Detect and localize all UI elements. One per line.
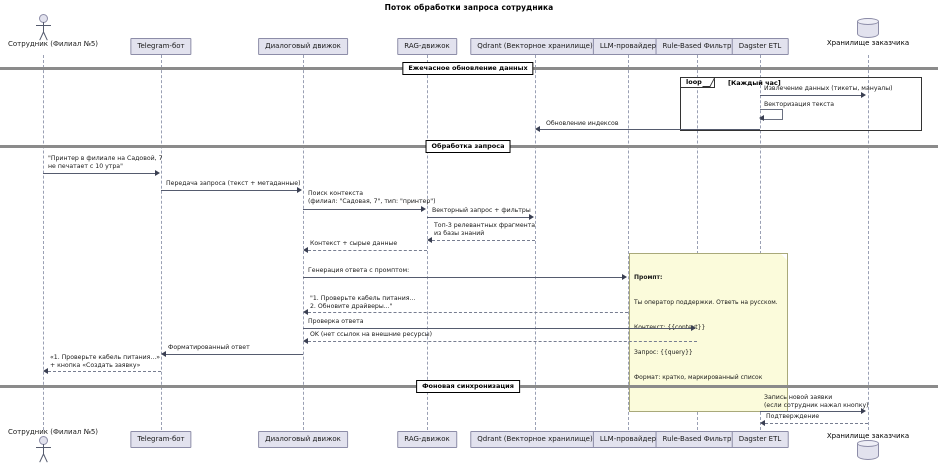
message-label-llm-answer: "1. Проверьте кабель питания... 2. Обнов… (310, 295, 416, 311)
message-line-formatted-answer (166, 354, 303, 355)
note-fold-corner-icon (781, 254, 787, 260)
fragment-loop-hourly: loop [Каждый час] (680, 77, 922, 131)
message-line-write-ticket (760, 411, 862, 412)
message-label-update-indexes: Обновление индексов (546, 120, 619, 127)
participant-telegram-bottom[interactable]: Telegram-бот (130, 431, 192, 448)
lifeline-dialog (303, 55, 304, 430)
message-line-answer-check (303, 328, 692, 329)
message-label-employee-request: "Принтер в филиале на Садовой, 7 не печа… (48, 155, 163, 171)
arrow-head-left (303, 309, 308, 315)
lifeline-employee (43, 55, 44, 430)
participant-employee-bottom[interactable]: Сотрудник (Филиал №5) (8, 428, 99, 463)
message-label-answer-check: Проверка ответа (308, 318, 364, 325)
message-line-generate-answer (303, 277, 623, 278)
arrow-head-left (303, 247, 308, 253)
lifeline-storage (868, 55, 869, 430)
lifeline-llm (628, 55, 629, 430)
message-label-vector-query: Векторный запрос + фильтры (432, 207, 531, 214)
actor-icon (8, 14, 78, 41)
arrow-head-left (760, 420, 765, 426)
message-label-filter-ok: OK (нет ссылок на внешние ресурсы) (310, 331, 433, 338)
note-line-1: Ты оператор поддержки. Ответь на русском… (634, 298, 778, 306)
lifeline-rule (697, 55, 698, 430)
message-line-update-indexes (540, 129, 760, 130)
section-label-background-sync: Фоновая синхронизация (416, 380, 520, 393)
arrow-head-left (427, 237, 432, 243)
participant-qdrant-bottom[interactable]: Qdrant (Векторное хранилище) (470, 431, 600, 448)
participant-dagster-top[interactable]: Dagster ETL (731, 38, 789, 55)
note-line-4: Формат: кратко, маркированный список (634, 374, 763, 382)
participant-dagster-bottom[interactable]: Dagster ETL (731, 431, 789, 448)
arrow-head-left (303, 338, 308, 344)
database-icon (857, 440, 879, 460)
message-line-llm-answer (308, 312, 628, 313)
participant-label: Сотрудник (Филиал №5) (8, 428, 99, 436)
participant-dialog-bottom[interactable]: Диалоговый движок (258, 431, 348, 448)
participant-label: Хранилище заказчика (826, 432, 910, 440)
message-line-vector-query (427, 217, 529, 218)
arrow-head-left (43, 368, 48, 374)
participant-label: Хранилище заказчика (826, 39, 910, 47)
arrow-head-right (529, 214, 534, 220)
participant-label: Сотрудник (Филиал №5) (8, 40, 99, 48)
message-line-employee-request (43, 173, 156, 174)
participant-telegram-top[interactable]: Telegram-бот (130, 38, 192, 55)
arrow-head-left (759, 115, 764, 121)
participant-rule-top[interactable]: Rule-Based Фильтр (655, 38, 739, 55)
arrow-head-right (421, 206, 426, 212)
arrow-head-right (622, 274, 627, 280)
message-label-vectorize-text: Векторизация текста (764, 101, 835, 108)
message-line-confirmation (765, 423, 868, 424)
actor-icon (8, 436, 78, 463)
message-label-generate-answer: Генерация ответа с промптом: (308, 267, 410, 274)
arrow-head-right (297, 187, 302, 193)
participant-rag-top[interactable]: RAG-движок (397, 38, 457, 55)
message-label-context-raw-data: Контекст + сырые данные (310, 240, 398, 247)
participant-rule-bottom[interactable]: Rule-Based Фильтр (655, 431, 739, 448)
message-line-final-answer (48, 371, 161, 372)
database-icon (857, 18, 879, 38)
page-title: Поток обработки запроса сотрудника (384, 3, 554, 12)
lifeline-telegram (161, 55, 162, 430)
participant-llm-top[interactable]: LLM-провайдер (592, 38, 664, 55)
message-line-forward-request (161, 190, 298, 191)
message-line-top3-fragments (432, 240, 535, 241)
message-label-final-answer: «1. Проверьте кабель питания...» + кнопк… (50, 354, 161, 370)
message-label-context-search: Поиск контекста (филиал: "Садовая, 7", т… (308, 190, 436, 206)
message-label-extract-data: Извлечение данных (тикеты, мануалы) (764, 85, 893, 92)
note-line-3: Запрос: {{query}} (634, 349, 693, 357)
arrow-head-right (861, 408, 866, 414)
participant-storage-bottom[interactable]: Хранилище заказчика (823, 431, 913, 460)
participant-employee-top[interactable]: Сотрудник (Филиал №5) (8, 14, 99, 48)
message-line-context-search (303, 209, 422, 210)
participant-dialog-top[interactable]: Диалоговый движок (258, 38, 348, 55)
fragment-guard-label: [Каждый час] (728, 79, 781, 87)
arrow-head-right (691, 325, 696, 331)
lifeline-dagster (760, 55, 761, 430)
participant-llm-bottom[interactable]: LLM-провайдер (592, 431, 664, 448)
message-label-forward-request: Передача запроса (текст + метаданные) (166, 180, 301, 187)
section-label-request-processing: Обработка запроса (425, 140, 511, 153)
section-label-hourly-update: Ежечасное обновление данных (402, 62, 534, 75)
participant-rag-bottom[interactable]: RAG-движок (397, 431, 457, 448)
message-line-context-raw-data (308, 250, 427, 251)
arrow-head-left (535, 126, 540, 132)
arrow-head-right (155, 170, 160, 176)
message-label-formatted-answer: Форматированный ответ (168, 344, 250, 351)
message-label-top3-fragments: Топ-3 релевантных фрагмента из базы знан… (434, 222, 536, 238)
participant-qdrant-top[interactable]: Qdrant (Векторное хранилище) (470, 38, 600, 55)
message-label-write-ticket: Запись новой заявки (если сотрудник нажа… (764, 394, 869, 410)
message-self-loop-vectorize (760, 109, 783, 120)
participant-storage-top[interactable]: Хранилище заказчика (823, 18, 913, 47)
message-line-filter-ok (308, 341, 697, 342)
note-line-2: Контекст: {{context}} (634, 324, 706, 332)
note-title: Промпт: (634, 273, 663, 281)
arrow-head-left (161, 351, 166, 357)
lifeline-qdrant (535, 55, 536, 430)
arrow-head-right (861, 92, 866, 98)
message-label-confirmation: Подтверждение (766, 413, 820, 420)
fragment-operator-label: loop (681, 78, 715, 88)
message-line-extract-data (760, 95, 862, 96)
note-prompt: Промпт: Ты оператор поддержки. Ответь на… (629, 253, 788, 413)
